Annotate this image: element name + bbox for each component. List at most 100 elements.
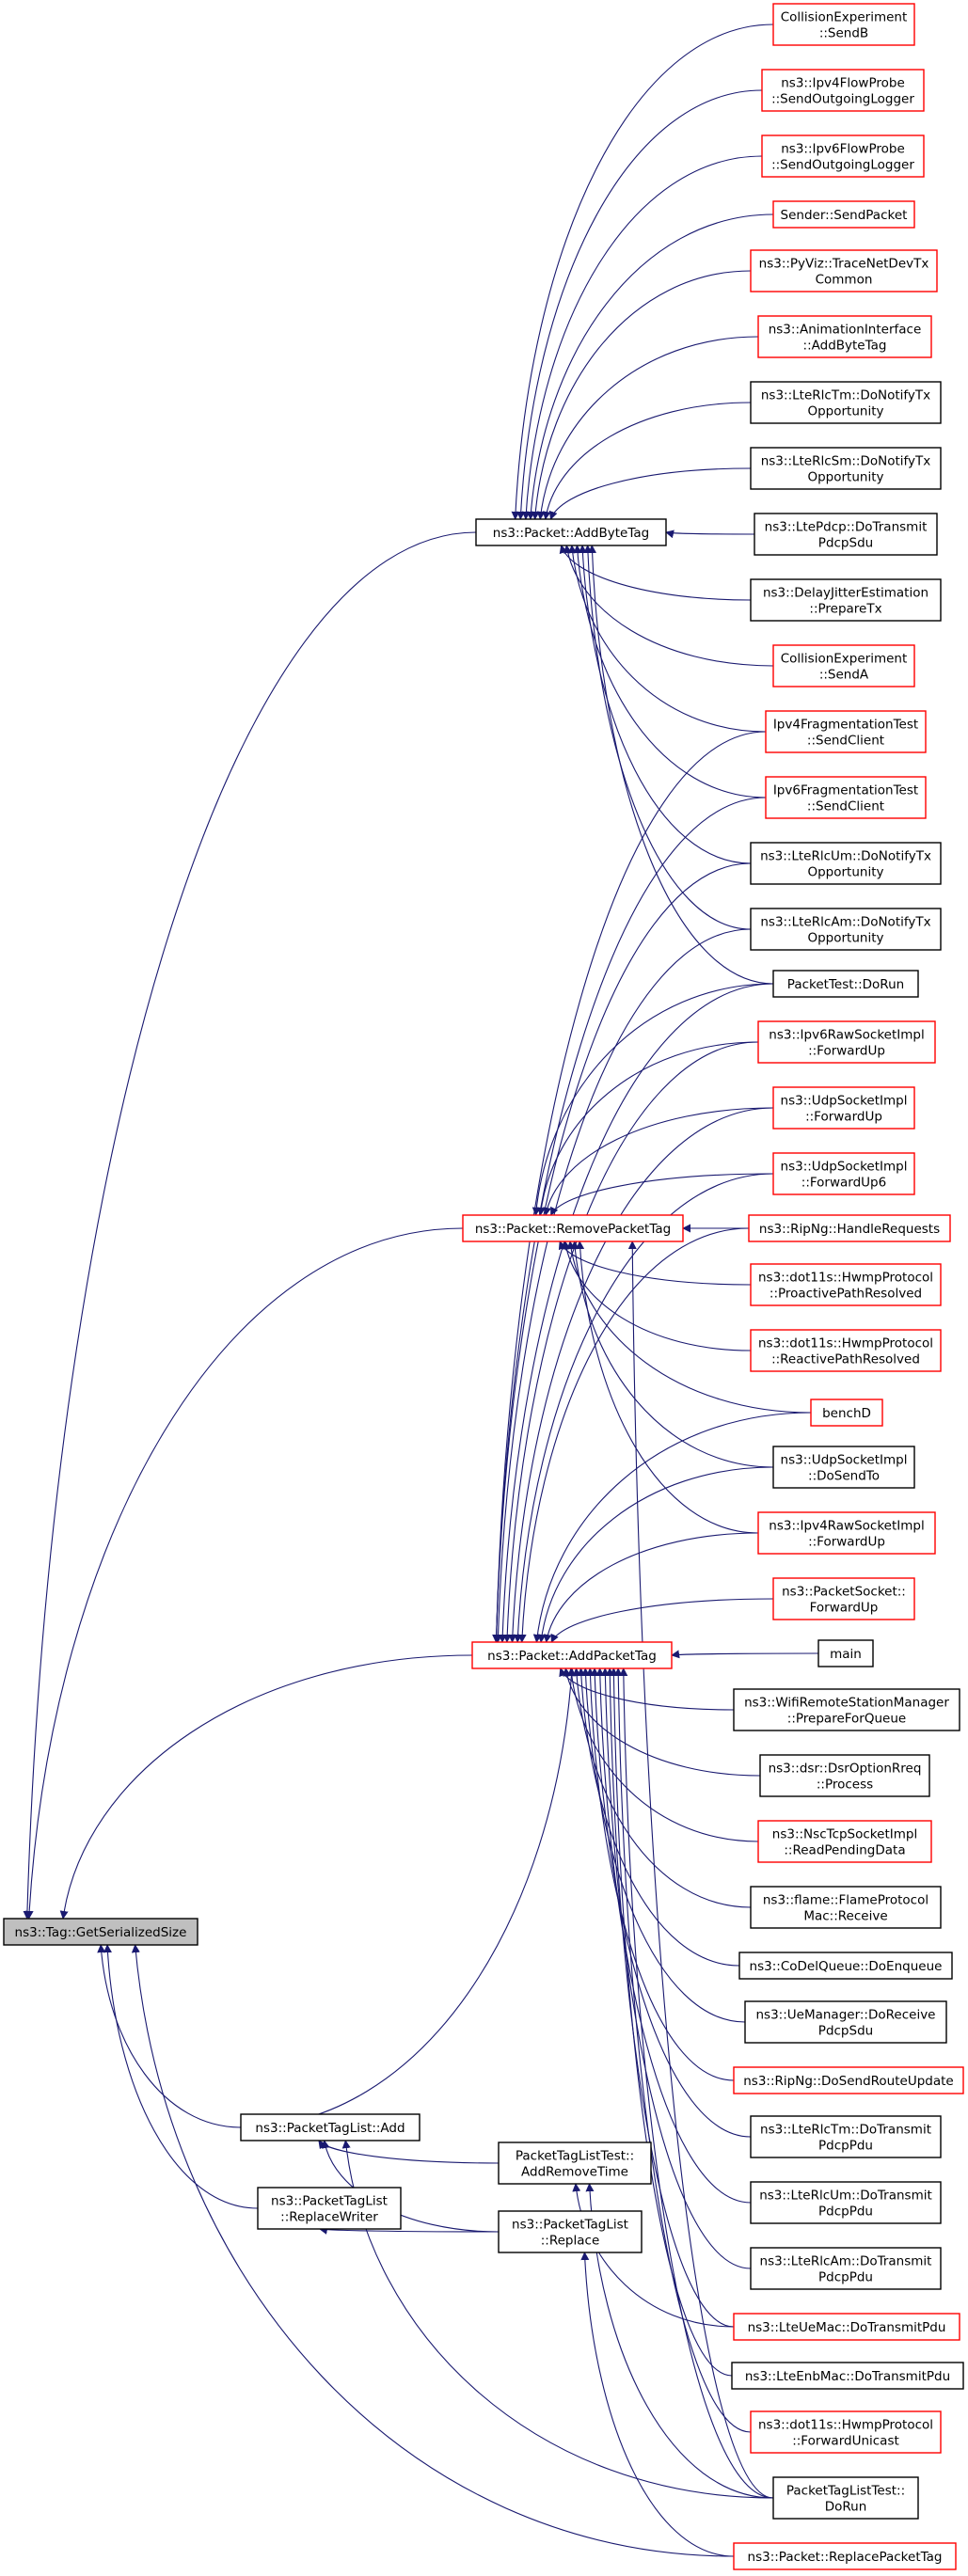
node-replacepackettag[interactable]: ns3::Packet::ReplacePacketTag [733,2542,957,2570]
node-label: ::ReactivePathResolved [771,1352,920,1367]
node-ipv6frag[interactable]: Ipv6FragmentationTest::SendClient [765,776,927,819]
node-label: ns3::Packet::ReplacePacketTag [748,2550,943,2565]
node-anim[interactable]: ns3::AnimationInterface::AddByteTag [757,315,932,358]
edge-collB-to-addbytetag [511,24,774,520]
node-box [754,513,938,556]
node-label: ns3::Ipv4RawSocketImpl [769,1519,924,1534]
node-benchD[interactable]: benchD [810,1399,883,1427]
node-box [772,1086,915,1130]
node-ptl_replacewriter[interactable]: ns3::PacketTagList::ReplaceWriter [257,2187,402,2230]
node-label: Ipv6FragmentationTest [773,783,918,798]
node-ipv4frag[interactable]: Ipv4FragmentationTest::SendClient [765,710,927,753]
node-box [738,1952,953,1980]
node-label: ns3::UdpSocketImpl [781,1453,908,1468]
node-label: ns3::LteRlcUm::DoNotifyTx [760,849,931,864]
node-uemac[interactable]: ns3::LteUeMac::DoTransmitPdu [733,2313,960,2341]
node-label: ns3::UeManager::DoReceive [755,2008,935,2023]
node-box [498,2210,643,2253]
node-box [750,842,942,885]
node-addbytetag[interactable]: ns3::Packet::AddByteTag [475,518,667,546]
node-ripng_handle[interactable]: ns3::RipNg::HandleRequests [748,1214,951,1242]
node-box [257,2187,402,2230]
node-ptlt_dorun[interactable]: PacketTagListTest::DoRun [772,2476,919,2520]
node-label: Sender::SendPacket [781,208,908,223]
node-removepackettag[interactable]: ns3::Packet::RemovePacketTag [462,1214,684,1242]
node-label: ns3::PacketTagList [271,2194,388,2209]
node-ripng_send[interactable]: ns3::RipNg::DoSendRouteUpdate [733,2066,964,2094]
node-ptlt_addremovetime[interactable]: PacketTagListTest::AddRemoveTime [498,2141,652,2185]
node-box [462,1214,684,1242]
node-ipv6flow[interactable]: ns3::Ipv6FlowProbe::SendOutgoingLogger [761,134,925,178]
edge-pyviz-to-addbytetag [531,270,752,520]
node-box [765,776,927,819]
node-label: PdcpSdu [818,536,873,551]
node-addpackettag[interactable]: ns3::Packet::AddPacketTag [471,1641,673,1669]
node-box [765,710,927,753]
node-hwmp_fwd[interactable]: ns3::dot11s::HwmpProtocol::ForwardUnicas… [750,2410,942,2454]
node-main[interactable]: main [817,1639,874,1667]
edge-ipv6flow-to-addbytetag [521,155,763,520]
node-ipv4raw[interactable]: ns3::Ipv4RawSocketImpl::ForwardUp [757,1511,936,1555]
node-ipv4flow[interactable]: ns3::Ipv4FlowProbe::SendOutgoingLogger [761,69,925,112]
node-delayjitter[interactable]: ns3::DelayJitterEstimation::PrepareTx [750,578,942,622]
node-udp_fwd6[interactable]: ns3::UdpSocketImpl::ForwardUp6 [772,1152,915,1195]
node-box [772,970,919,998]
node-wifirsm[interactable]: ns3::WifiRemoteStationManager::PrepareFo… [733,1688,960,1731]
edge-pdcp-to-addbytetag [665,529,755,539]
node-label: ::Replace [541,2234,600,2249]
edge-udp_fwd-to-removepackettag [543,1107,774,1216]
node-label: ns3::NscTcpSocketImpl [772,1827,917,1842]
node-box [750,908,942,951]
edge-udp_sendto-to-addpackettag [537,1466,774,1643]
node-udp_fwd[interactable]: ns3::UdpSocketImpl::ForwardUp [772,1086,915,1130]
node-label: ns3::Ipv4FlowProbe [781,76,905,91]
node-ptl_replace[interactable]: ns3::PacketTagList::Replace [498,2210,643,2253]
node-root[interactable]: ns3::Tag::GetSerializedSize [3,1918,198,1946]
node-collB[interactable]: CollisionExperiment::SendB [772,3,915,46]
edge-rlcam_notify-to-addbytetag [583,545,752,930]
node-label: ns3::RipNg::HandleRequests [759,1222,940,1237]
node-label: ::ForwardUp [805,1110,882,1125]
node-udp_sendto[interactable]: ns3::UdpSocketImpl::DoSendTo [772,1446,915,1489]
node-label: PdcpPdu [818,2139,873,2154]
node-packetsocket[interactable]: ns3::PacketSocket::ForwardUp [772,1577,915,1620]
node-label: ::SendB [819,26,868,41]
node-box [750,2247,942,2290]
node-nsctcp[interactable]: ns3::NscTcpSocketImpl::ReadPendingData [757,1820,932,1863]
node-box [750,1329,942,1372]
node-hwmp_reactive[interactable]: ns3::dot11s::HwmpProtocol::ReactivePathR… [750,1329,942,1372]
node-box [733,2542,957,2570]
node-hwmp_proactive[interactable]: ns3::dot11s::HwmpProtocol::ProactivePath… [750,1263,942,1306]
node-packettest[interactable]: PacketTest::DoRun [772,970,919,998]
node-label: ns3::LteRlcSm::DoNotifyTx [761,454,931,469]
node-sender[interactable]: Sender::SendPacket [772,200,915,229]
node-codel[interactable]: ns3::CoDelQueue::DoEnqueue [738,1952,953,1980]
node-ipv6raw[interactable]: ns3::Ipv6RawSocketImpl::ForwardUp [757,1020,936,1064]
node-label: ns3::PyViz::TraceNetDevTx [759,257,929,272]
node-label: Opportunity [807,931,883,946]
edge-udp_fwd6-to-addpackettag [513,1173,774,1643]
node-enbmac[interactable]: ns3::LteEnbMac::DoTransmitPdu [731,2362,964,2390]
node-label: ns3::dsr::DsrOptionRreq [769,1762,922,1777]
node-dsr[interactable]: ns3::dsr::DsrOptionRreq::Process [759,1754,930,1797]
node-ptl_add[interactable]: ns3::PacketTagList::Add [240,2113,421,2141]
node-label: ns3::LteUeMac::DoTransmitPdu [748,2320,946,2335]
node-collA[interactable]: CollisionExperiment::SendA [772,644,915,687]
node-box [475,518,667,546]
node-label: PacketTagListTest:: [786,2484,905,2499]
edge-rlcsm_notify-to-addbytetag [548,467,752,520]
node-box [733,2313,960,2341]
edge-ripng_handle-to-addpackettag [517,1227,750,1643]
edge-addpackettag-to-root [59,1654,473,1920]
